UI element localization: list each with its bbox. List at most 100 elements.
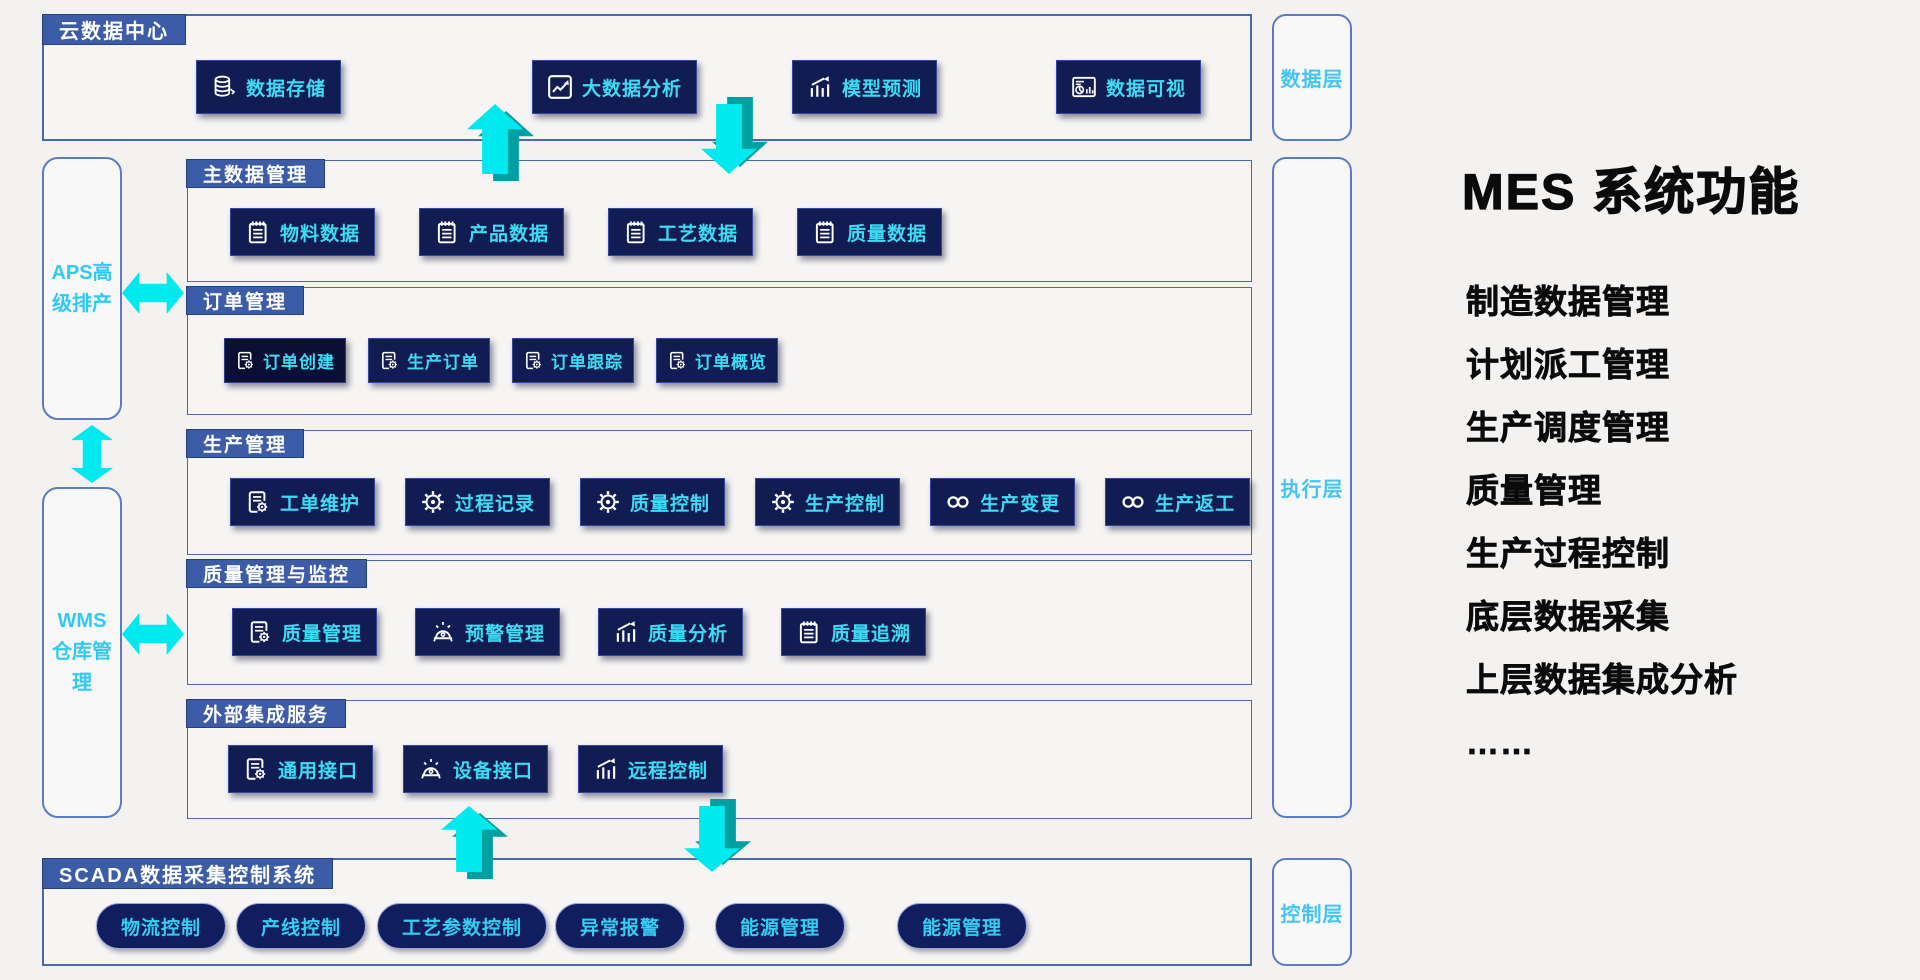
- feature-item: 上层数据集成分析: [1466, 661, 1738, 699]
- quality-analysis-button[interactable]: 质量分析: [598, 608, 744, 656]
- process-parameter-control-pill[interactable]: 工艺参数控制: [377, 903, 548, 949]
- mes-functions-title: MES 系统功能: [1461, 163, 1801, 220]
- infinity-icon: [1120, 489, 1146, 515]
- data-visualization-button[interactable]: 数据可视: [1056, 60, 1202, 114]
- pill-label: 工艺参数控制: [402, 917, 523, 939]
- feature-item: 生产调度管理: [1466, 409, 1670, 447]
- data-storage-button[interactable]: 数据存储: [196, 60, 342, 114]
- quality-control-button[interactable]: 质量控制: [580, 478, 726, 526]
- aps-system-box[interactable]: APS高级排产: [42, 157, 122, 420]
- section-title-text: 主数据管理: [203, 165, 309, 186]
- button-label: 大数据分析: [582, 78, 683, 100]
- section-title-text: 质量管理与监控: [203, 565, 351, 586]
- horizontal-double-arrow: [122, 272, 184, 314]
- button-label: 订单概览: [695, 353, 767, 372]
- button-label: 通用接口: [278, 760, 359, 782]
- button-label: 工单维护: [280, 493, 361, 515]
- scada-section: SCADA数据采集控制系统 物流控制 产线控制 工艺参数控制 异常报警 能源管理…: [42, 858, 1252, 966]
- feature-item: 计划派工管理: [1466, 346, 1670, 384]
- button-label: 质量追溯: [831, 623, 912, 645]
- abnormal-alarm-pill[interactable]: 异常报警: [555, 903, 686, 949]
- device-interface-button[interactable]: 设备接口: [403, 745, 549, 793]
- doc-gear-icon: [245, 489, 271, 515]
- quality-trace-button[interactable]: 质量追溯: [781, 608, 927, 656]
- siren-icon: [418, 756, 444, 782]
- general-interface-button[interactable]: 通用接口: [228, 745, 374, 793]
- button-label: 物料数据: [280, 223, 361, 245]
- dashboard-icon: [1071, 74, 1097, 100]
- model-prediction-button[interactable]: 模型预测: [792, 60, 938, 114]
- material-data-button[interactable]: 物料数据: [230, 208, 376, 256]
- doc-gear-icon: [235, 350, 256, 371]
- master-data-management-section: 主数据管理 物料数据 产品数据 工艺数据 质量数据: [186, 159, 1252, 282]
- doc-gear-icon: [379, 350, 400, 371]
- gear-icon: [595, 489, 621, 515]
- production-management-section: 生产管理 工单维护 过程记录 质量控制 生产控制 生产变更 生产返工: [186, 429, 1252, 555]
- work-order-maintenance-button[interactable]: 工单维护: [230, 478, 376, 526]
- up-arrow: [441, 806, 508, 879]
- bar-chart-icon: [613, 619, 639, 645]
- section-title-text: SCADA数据采集控制系统: [59, 865, 317, 887]
- layer-label-text: 执行层: [1280, 479, 1344, 501]
- wms-system-box[interactable]: WMS仓库管理: [42, 487, 122, 818]
- clipboard-icon: [623, 219, 649, 245]
- button-label: 数据存储: [246, 78, 327, 100]
- remote-control-button[interactable]: 远程控制: [578, 745, 724, 793]
- doc-gear-icon: [523, 350, 544, 371]
- button-label: 模型预测: [842, 78, 923, 100]
- scada-title: SCADA数据采集控制系统: [42, 858, 334, 889]
- button-label: 订单创建: [263, 353, 335, 372]
- cloud-data-center-section: 云数据中心 数据存储 大数据分析 模型预测 数据可视: [42, 14, 1252, 141]
- data-layer-label: 数据层: [1272, 14, 1352, 141]
- section-title: 订单管理: [186, 286, 305, 315]
- button-label: 生产变更: [980, 493, 1061, 515]
- gear-icon: [770, 489, 796, 515]
- button-label: 预警管理: [465, 623, 546, 645]
- production-order-button[interactable]: 生产订单: [368, 338, 490, 383]
- production-rework-button[interactable]: 生产返工: [1105, 478, 1251, 526]
- quality-management-button[interactable]: 质量管理: [232, 608, 378, 656]
- button-label: 生产控制: [805, 493, 886, 515]
- infinity-icon: [945, 489, 971, 515]
- layer-label-text: 数据层: [1280, 69, 1344, 91]
- clipboard-icon: [812, 219, 838, 245]
- order-overview-button[interactable]: 订单概览: [656, 338, 778, 383]
- alert-management-button[interactable]: 预警管理: [415, 608, 561, 656]
- database-icon: [211, 74, 237, 100]
- order-tracking-button[interactable]: 订单跟踪: [512, 338, 634, 383]
- quality-data-button[interactable]: 质量数据: [797, 208, 943, 256]
- clipboard-icon: [796, 619, 822, 645]
- layer-label-text: 控制层: [1280, 903, 1344, 926]
- down-arrow: [684, 799, 751, 872]
- siren-icon: [430, 619, 456, 645]
- order-create-button[interactable]: 订单创建: [224, 338, 346, 383]
- energy-management-pill-2[interactable]: 能源管理: [897, 903, 1028, 949]
- button-label: 工艺数据: [658, 223, 739, 245]
- button-label: 质量控制: [630, 493, 711, 515]
- line-control-pill[interactable]: 产线控制: [236, 903, 367, 949]
- energy-management-pill[interactable]: 能源管理: [715, 903, 846, 949]
- section-title-text: 订单管理: [203, 292, 288, 313]
- section-title: 质量管理与监控: [186, 559, 368, 588]
- wms-label: WMS仓库管理: [52, 610, 112, 694]
- big-data-analysis-button[interactable]: 大数据分析: [532, 60, 698, 114]
- button-label: 过程记录: [455, 493, 536, 515]
- logistics-control-pill[interactable]: 物流控制: [96, 903, 227, 949]
- feature-item: 生产过程控制: [1466, 535, 1670, 573]
- external-integration-section: 外部集成服务 通用接口 设备接口 远程控制: [186, 699, 1252, 819]
- up-arrow: [467, 104, 534, 181]
- process-data-button[interactable]: 工艺数据: [608, 208, 754, 256]
- button-label: 远程控制: [628, 760, 709, 782]
- product-data-button[interactable]: 产品数据: [419, 208, 565, 256]
- production-change-button[interactable]: 生产变更: [930, 478, 1076, 526]
- down-arrow: [701, 97, 768, 174]
- process-record-button[interactable]: 过程记录: [405, 478, 551, 526]
- line-chart-icon: [547, 74, 573, 100]
- doc-gear-icon: [243, 756, 269, 782]
- button-label: 数据可视: [1106, 78, 1187, 100]
- control-layer-label: 控制层: [1272, 858, 1352, 966]
- pill-label: 产线控制: [261, 917, 342, 939]
- clipboard-icon: [245, 219, 271, 245]
- button-label: 质量管理: [282, 623, 363, 645]
- production-control-button[interactable]: 生产控制: [755, 478, 901, 526]
